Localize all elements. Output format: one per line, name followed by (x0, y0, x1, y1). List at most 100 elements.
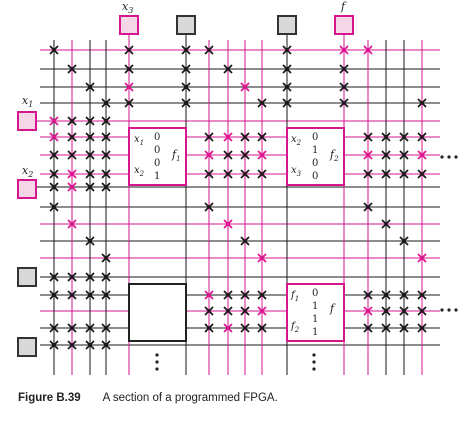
switch-71 (204, 202, 214, 212)
switch-94 (363, 290, 373, 300)
switch-113 (257, 323, 267, 333)
switch-7-stroke-b (67, 64, 77, 74)
switch-57 (101, 169, 111, 179)
pin-left-3 (17, 267, 37, 287)
routing-wires (34, 30, 440, 375)
switch-116-stroke-b (399, 323, 409, 333)
switch-109 (101, 323, 111, 333)
switch-81 (417, 253, 427, 263)
switch-47 (223, 150, 233, 160)
switch-64 (399, 169, 409, 179)
switch-93-stroke-b (257, 290, 267, 300)
switch-71-stroke-b (204, 202, 214, 212)
switch-78 (399, 236, 409, 246)
switch-115 (381, 323, 391, 333)
switch-110 (204, 323, 214, 333)
switch-94-stroke-b (363, 290, 373, 300)
switch-109-stroke-b (101, 323, 111, 333)
switch-11 (282, 64, 292, 74)
switch-55 (67, 169, 77, 179)
switch-90 (204, 290, 214, 300)
switch-42 (49, 150, 59, 160)
switch-99-stroke-b (223, 306, 233, 316)
switch-50-stroke-b (363, 150, 373, 160)
switch-37-stroke-b (257, 132, 267, 142)
switch-79 (101, 253, 111, 263)
switch-56 (85, 169, 95, 179)
switch-19-stroke-b (101, 98, 111, 108)
switch-7 (67, 64, 77, 74)
switch-24 (339, 98, 349, 108)
block-1-box (128, 127, 187, 186)
switch-20-stroke-b (124, 98, 134, 108)
switch-82-stroke-b (49, 272, 59, 282)
switch-117-stroke-b (417, 323, 427, 333)
switch-63 (381, 169, 391, 179)
switch-30-stroke-b (49, 132, 59, 142)
switch-21 (181, 98, 191, 108)
switch-31 (67, 132, 77, 142)
switch-29 (101, 116, 111, 126)
switch-32 (85, 132, 95, 142)
switch-22-stroke-b (257, 98, 267, 108)
switch-106 (49, 323, 59, 333)
block-1-input-2: x2 (134, 165, 145, 178)
switch-52 (399, 150, 409, 160)
switch-8-stroke-b (124, 64, 134, 74)
pin-label-x1: x1 (22, 94, 33, 109)
block-4-labels: f1 f2 0 1 1 1 f (290, 288, 336, 338)
switch-26 (49, 116, 59, 126)
switch-34 (204, 132, 214, 142)
switch-13 (85, 82, 95, 92)
switch-91-stroke-b (223, 290, 233, 300)
switch-16-stroke-b (240, 82, 250, 92)
switch-35-stroke-b (223, 132, 233, 142)
dot-down-1 (155, 353, 159, 357)
switch-86 (49, 290, 59, 300)
switch-20 (124, 98, 134, 108)
switch-112-stroke-b (240, 323, 250, 333)
switch-27 (67, 116, 77, 126)
block-4-output: f (329, 302, 336, 315)
switch-2-stroke-b (181, 45, 191, 55)
switch-95-stroke-b (381, 290, 391, 300)
switch-104 (399, 306, 409, 316)
switch-114 (363, 323, 373, 333)
switch-76 (85, 236, 95, 246)
pin-top-2 (176, 15, 196, 35)
switch-61 (257, 169, 267, 179)
switch-31-stroke-b (67, 132, 77, 142)
switch-30 (49, 132, 59, 142)
switch-114-stroke-b (363, 323, 373, 333)
switch-16 (240, 82, 250, 92)
switch-53-stroke-b (417, 150, 427, 160)
switch-17-stroke-b (282, 82, 292, 92)
block-1-input-1: x1 (134, 134, 144, 147)
switch-43-stroke-b (67, 150, 77, 160)
switch-89-stroke-b (101, 290, 111, 300)
switch-4-stroke-b (282, 45, 292, 55)
switch-82 (49, 272, 59, 282)
switch-36 (240, 132, 250, 142)
switch-111-stroke-b (223, 323, 233, 333)
dot-down-4 (312, 353, 316, 357)
switch-67 (67, 182, 77, 192)
pin-top-3 (277, 15, 297, 35)
switch-103-stroke-b (381, 306, 391, 316)
switch-5 (339, 45, 349, 55)
switch-1-stroke-b (124, 45, 134, 55)
switch-84 (85, 272, 95, 282)
switch-50 (363, 150, 373, 160)
switch-115-stroke-b (381, 323, 391, 333)
switch-74-stroke-b (223, 219, 233, 229)
switch-80-stroke-b (257, 253, 267, 263)
switch-9 (181, 64, 191, 74)
switch-25 (417, 98, 427, 108)
switch-66 (49, 182, 59, 192)
switch-105-stroke-b (417, 306, 427, 316)
block-2-tt-2: 0 (312, 158, 318, 169)
dot-down-2 (155, 360, 159, 364)
switch-9-stroke-b (181, 64, 191, 74)
switch-14 (124, 82, 134, 92)
dot-down-3 (155, 367, 159, 371)
